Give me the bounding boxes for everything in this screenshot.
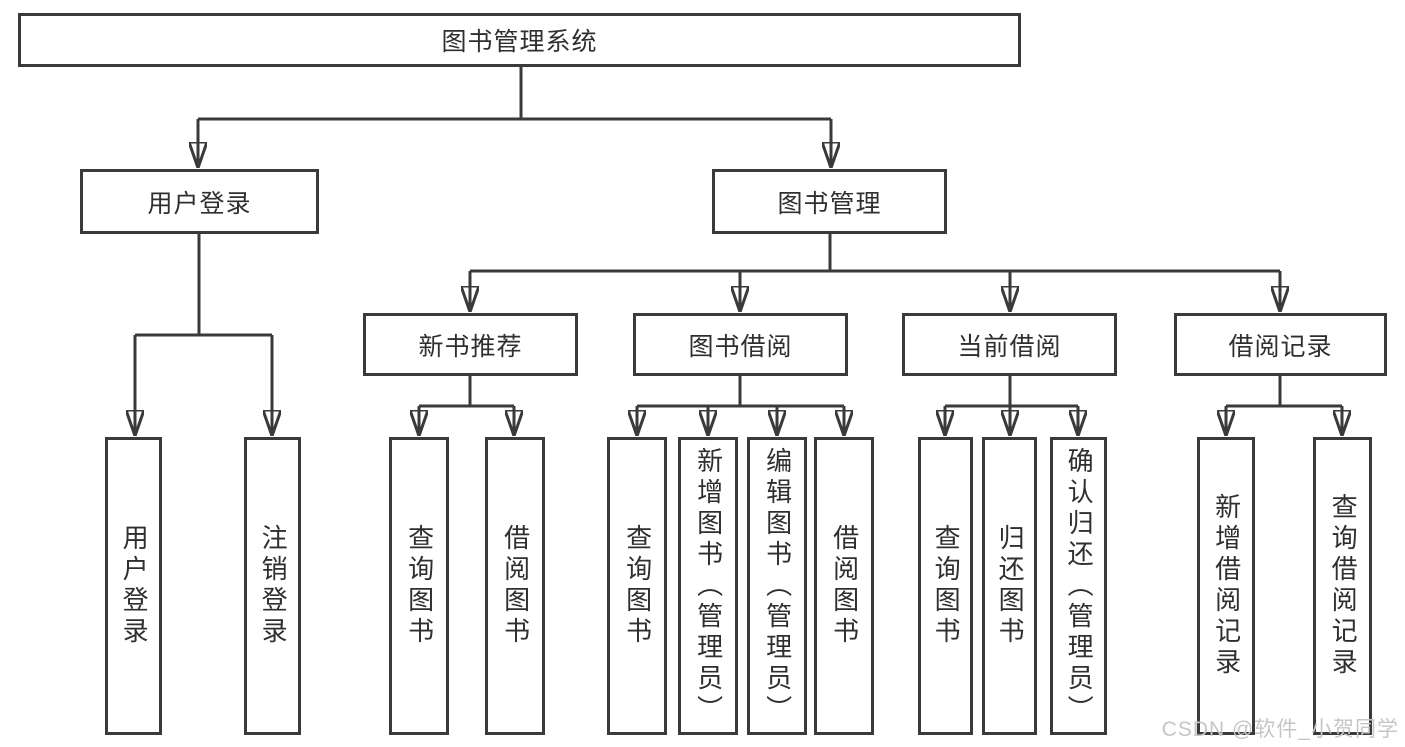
connector-borrow-records [1226, 376, 1342, 435]
node-user-login-label: 用户登录 [147, 189, 252, 218]
leaf-bb-edit-books-admin-label: 编辑图书（管理员） [762, 446, 793, 726]
leaf-bb-add-books-admin: 新增图书（管理员） [678, 437, 738, 735]
leaf-bb-borrow-books-label: 借阅图书 [829, 524, 860, 648]
leaf-logout: 注销登录 [244, 437, 301, 735]
connector-new-book-recommend [419, 376, 514, 435]
connector-book-borrowing [637, 376, 844, 435]
leaf-bb-edit-books-admin: 编辑图书（管理员） [747, 437, 807, 735]
csdn-watermark: CSDN @软件_小贺同学 [1161, 718, 1399, 741]
node-borrow-records: 借阅记录 [1174, 313, 1387, 376]
leaf-nbr-query-books: 查询图书 [389, 437, 449, 735]
node-borrow-records-label: 借阅记录 [1228, 332, 1333, 361]
leaf-nbr-query-books-label: 查询图书 [404, 524, 435, 648]
leaf-br-query-record-label: 查询借阅记录 [1328, 493, 1359, 679]
leaf-br-query-record: 查询借阅记录 [1313, 437, 1372, 735]
node-library-system: 图书管理系统 [18, 13, 1021, 67]
node-user-login: 用户登录 [80, 169, 319, 234]
leaf-cb-query-books-label: 查询图书 [931, 524, 962, 648]
leaf-nbr-borrow-books-label: 借阅图书 [500, 524, 531, 648]
connector-current-borrowing [945, 376, 1078, 435]
connector-root [198, 67, 831, 167]
leaf-bb-borrow-books: 借阅图书 [814, 437, 874, 735]
leaf-br-add-record-label: 新增借阅记录 [1211, 493, 1242, 679]
leaf-logout-label: 注销登录 [258, 524, 289, 648]
leaf-cb-return-books: 归还图书 [982, 437, 1037, 735]
connector-user-login [135, 233, 272, 435]
leaf-user-login-label: 用户登录 [119, 524, 150, 648]
node-library-system-label: 图书管理系统 [441, 28, 598, 56]
node-current-borrowing-label: 当前借阅 [957, 332, 1062, 361]
node-book-management: 图书管理 [712, 169, 947, 234]
node-book-management-label: 图书管理 [777, 189, 882, 218]
leaf-cb-return-books-label: 归还图书 [995, 524, 1026, 648]
leaf-user-login: 用户登录 [105, 437, 162, 735]
node-new-book-recommend-label: 新书推荐 [418, 332, 523, 361]
node-current-borrowing: 当前借阅 [902, 313, 1117, 376]
leaf-bb-add-books-admin-label: 新增图书（管理员） [693, 446, 724, 726]
leaf-cb-query-books: 查询图书 [918, 437, 973, 735]
leaf-cb-confirm-return-admin-label: 确认归还（管理员） [1064, 446, 1095, 726]
node-book-borrowing-label: 图书借阅 [688, 332, 793, 361]
leaf-nbr-borrow-books: 借阅图书 [485, 437, 545, 735]
node-book-borrowing: 图书借阅 [633, 313, 848, 376]
node-new-book-recommend: 新书推荐 [363, 313, 578, 376]
leaf-cb-confirm-return-admin: 确认归还（管理员） [1050, 437, 1107, 735]
leaf-bb-query-books-label: 查询图书 [622, 524, 653, 648]
connector-book-management [470, 233, 1280, 311]
leaf-bb-query-books: 查询图书 [607, 437, 667, 735]
leaf-br-add-record: 新增借阅记录 [1197, 437, 1255, 735]
